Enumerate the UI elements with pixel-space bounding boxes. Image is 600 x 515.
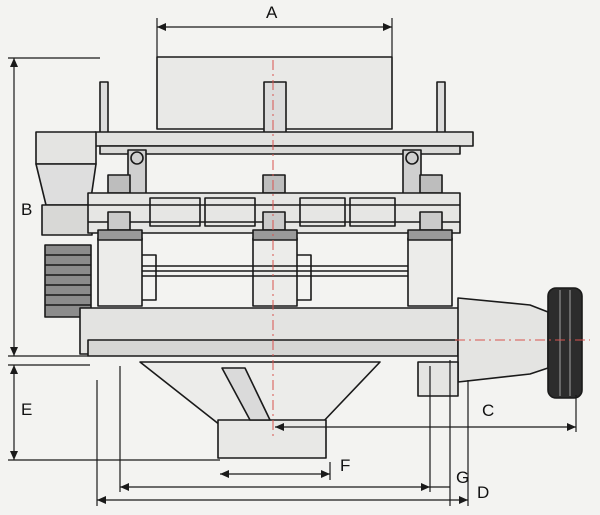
bracket-right-bolt <box>405 151 419 165</box>
dimension-lines <box>8 18 577 506</box>
arrow-heads <box>10 23 576 504</box>
dimension-label-f: F <box>340 456 351 475</box>
frame-window-1 <box>149 197 201 227</box>
discharge-outlet <box>217 419 327 459</box>
dimension-label-g: G <box>456 468 470 487</box>
dimension-label-e: E <box>21 400 33 419</box>
dimension-label-c: C <box>482 401 495 420</box>
stud-center <box>263 81 287 138</box>
dimension-label-b: B <box>21 200 33 219</box>
side-support <box>417 361 459 397</box>
stud-left <box>99 81 109 138</box>
dimension-label-d: D <box>477 483 490 502</box>
feed-chute <box>35 131 97 165</box>
top-plate <box>94 131 474 147</box>
spring-cap-right <box>419 174 443 194</box>
spring-cap-left <box>107 174 131 194</box>
spring-nut-left <box>107 211 131 231</box>
frame-window-2 <box>204 197 256 227</box>
bracket-left-bolt <box>130 151 144 165</box>
pulley <box>547 287 583 399</box>
spring-housing-center <box>252 237 298 307</box>
frame-window-4 <box>349 197 396 227</box>
spring-housing-right <box>407 237 453 307</box>
stud-right <box>436 81 446 138</box>
feed-chute-taper <box>35 163 97 206</box>
spring-nut-center <box>262 211 286 231</box>
dimension-label-a: A <box>266 3 278 22</box>
spring-cap-center <box>262 174 286 194</box>
spring-nut-right <box>419 211 443 231</box>
motor-mount <box>41 204 93 236</box>
top-plate-lower <box>99 145 461 155</box>
spring-housing-left <box>97 237 143 307</box>
frame-window-3 <box>299 197 346 227</box>
